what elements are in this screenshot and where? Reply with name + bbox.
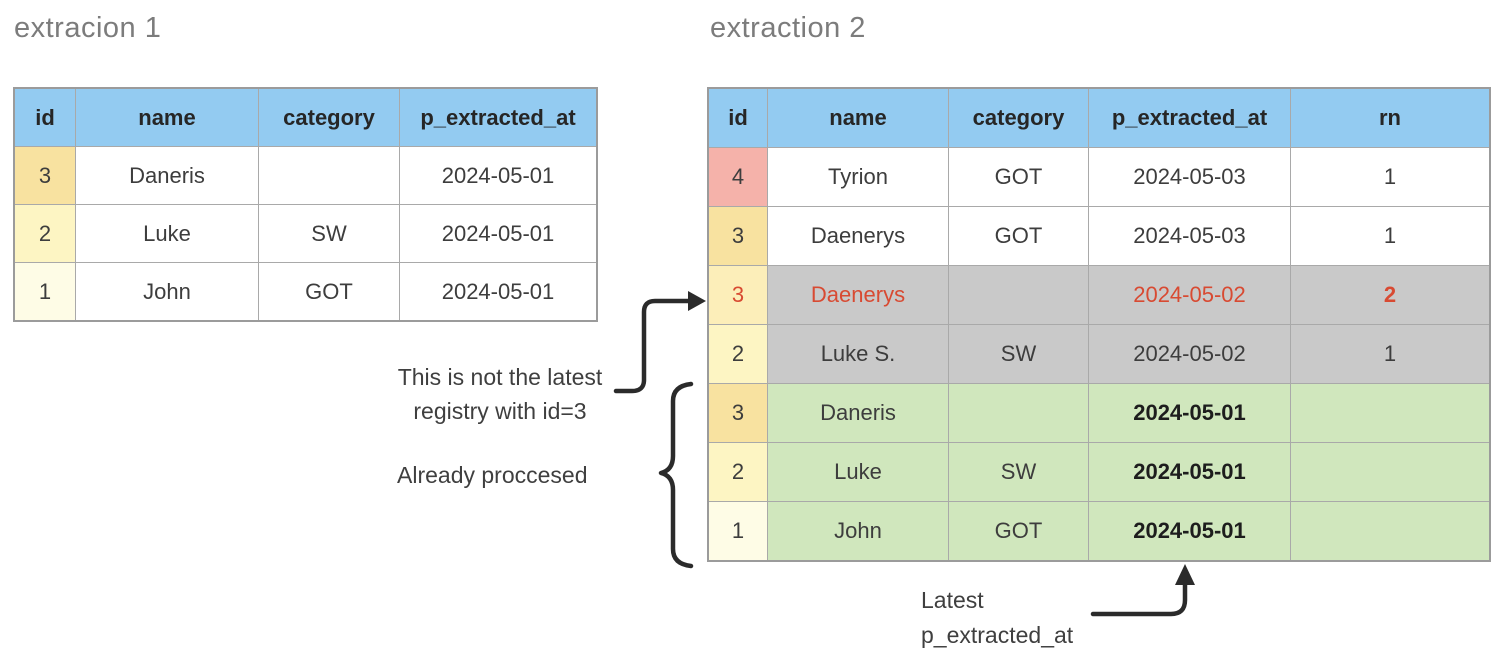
cell-name: Luke xyxy=(76,205,258,262)
cell-category: GOT xyxy=(949,502,1088,560)
column-header-category: category xyxy=(949,89,1088,147)
cell-name: Daneris xyxy=(76,147,258,204)
cell-p-extracted-at: 2024-05-01 xyxy=(400,147,596,204)
cell-id: 2 xyxy=(15,205,75,262)
cell-p-extracted-at: 2024-05-02 xyxy=(1089,325,1290,383)
column-header-rn: rn xyxy=(1291,89,1489,147)
cell-rn xyxy=(1291,443,1489,501)
cell-p-extracted-at: 2024-05-01 xyxy=(1089,502,1290,560)
cell-id: 3 xyxy=(15,147,75,204)
cell-p-extracted-at: 2024-05-01 xyxy=(1089,443,1290,501)
cell-p-extracted-at: 2024-05-01 xyxy=(400,263,596,320)
arrow-latest-p-extracted-at xyxy=(1090,580,1188,617)
column-header-name: name xyxy=(76,89,258,146)
cell-id: 1 xyxy=(709,502,767,560)
cell-category: SW xyxy=(259,205,399,262)
cell-id: 4 xyxy=(709,148,767,206)
cell-rn: 1 xyxy=(1291,325,1489,383)
curly-brace-already-processed xyxy=(658,381,694,569)
cell-id: 3 xyxy=(709,266,767,324)
cell-p-extracted-at: 2024-05-03 xyxy=(1089,207,1290,265)
cell-category xyxy=(259,147,399,204)
cell-category: GOT xyxy=(259,263,399,320)
column-header-id: id xyxy=(709,89,767,147)
cell-rn xyxy=(1291,502,1489,560)
cell-category: SW xyxy=(949,325,1088,383)
right-table-title: extraction 2 xyxy=(710,12,866,44)
column-header-name: name xyxy=(768,89,948,147)
cell-rn: 1 xyxy=(1291,148,1489,206)
column-header-p-extracted-at: p_extracted_at xyxy=(1089,89,1290,147)
cell-name: Luke xyxy=(768,443,948,501)
annotation-latest-p-extracted-at: Latest p_extracted_at xyxy=(921,583,1073,653)
cell-p-extracted-at: 2024-05-02 xyxy=(1089,266,1290,324)
cell-p-extracted-at: 2024-05-01 xyxy=(400,205,596,262)
cell-id: 3 xyxy=(709,207,767,265)
cell-id: 1 xyxy=(15,263,75,320)
arrowhead-right-icon xyxy=(688,291,706,311)
column-header-category: category xyxy=(259,89,399,146)
cell-id: 2 xyxy=(709,325,767,383)
annotation-latest-line2: p_extracted_at xyxy=(921,622,1074,648)
extraction-2-table: id name category p_extracted_at rn 4 Tyr… xyxy=(707,87,1491,562)
arrowhead-up-icon xyxy=(1175,564,1195,585)
cell-id: 3 xyxy=(709,384,767,442)
cell-category xyxy=(949,384,1088,442)
cell-name: Daneris xyxy=(768,384,948,442)
annotation-already-processed: Already proccesed xyxy=(397,462,588,488)
left-table-title: extracion 1 xyxy=(14,12,162,44)
cell-name: Daenerys xyxy=(768,207,948,265)
cell-name: Daenerys xyxy=(768,266,948,324)
annotation-not-latest-line2: registry with id=3 xyxy=(413,398,587,424)
cell-name: Luke S. xyxy=(768,325,948,383)
cell-category: GOT xyxy=(949,148,1088,206)
cell-p-extracted-at: 2024-05-03 xyxy=(1089,148,1290,206)
annotation-not-latest-line1: This is not the latest xyxy=(397,364,603,390)
cell-category: GOT xyxy=(949,207,1088,265)
column-header-id: id xyxy=(15,89,75,146)
column-header-p-extracted-at: p_extracted_at xyxy=(400,89,596,146)
cell-name: John xyxy=(768,502,948,560)
cell-name: Tyrion xyxy=(768,148,948,206)
cell-rn xyxy=(1291,384,1489,442)
annotation-latest-line1: Latest xyxy=(921,587,984,613)
cell-rn: 1 xyxy=(1291,207,1489,265)
cell-id: 2 xyxy=(709,443,767,501)
annotation-not-latest: This is not the latest registry with id=… xyxy=(380,360,620,428)
cell-name: John xyxy=(76,263,258,320)
cell-category: SW xyxy=(949,443,1088,501)
cell-p-extracted-at: 2024-05-01 xyxy=(1089,384,1290,442)
cell-category xyxy=(949,266,1088,324)
cell-rn: 2 xyxy=(1291,266,1489,324)
arrow-not-latest-registry xyxy=(613,298,692,394)
extraction-1-table: id name category p_extracted_at 3 Daneri… xyxy=(13,87,598,322)
